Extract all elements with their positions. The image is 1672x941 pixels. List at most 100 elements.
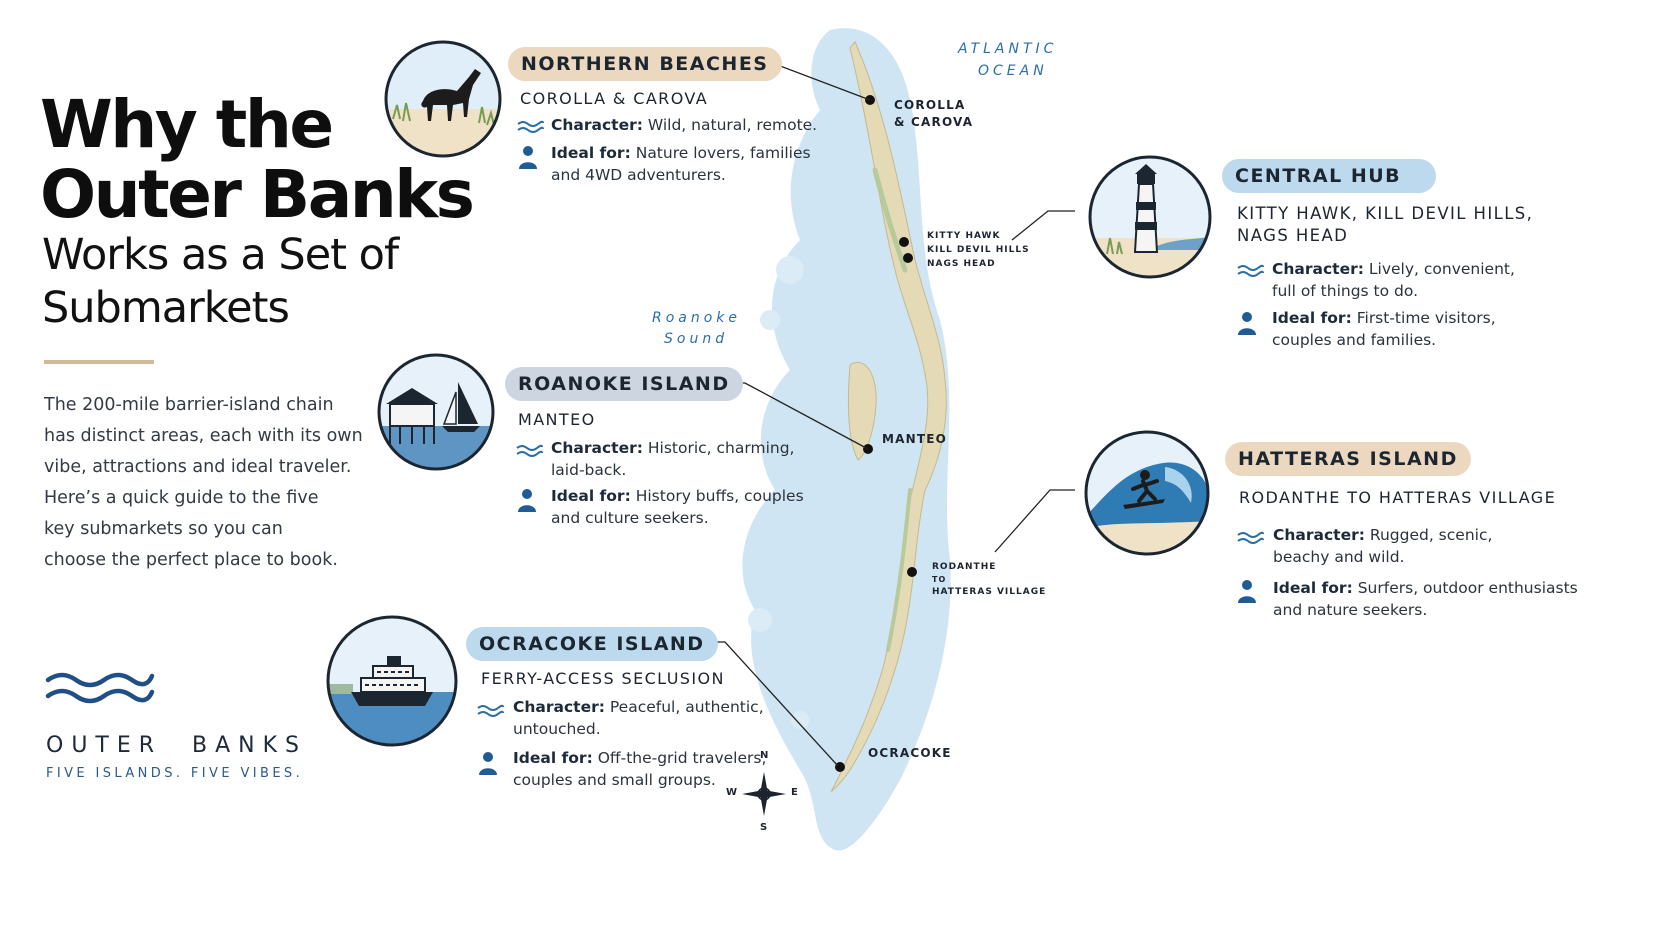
roanoke-island-title: ROANOKE ISLAND <box>505 367 743 401</box>
map-label-corolla: COROLLA <box>894 98 966 112</box>
ocracoke-island-area: FERRY-ACCESS SECLUSION <box>481 669 725 688</box>
northern-beaches-ideal-2: and 4WD adventurers. <box>551 166 726 184</box>
compass-s: S <box>760 822 769 833</box>
barrier-island <box>830 41 947 792</box>
intro-line: key submarkets so you can <box>44 519 283 539</box>
kitty-hawk-dot <box>899 237 909 247</box>
roanoke-island-character: Character: Historic, charming, <box>551 439 795 457</box>
hero-title-line-2: Outer Banks <box>40 156 475 233</box>
person-icon <box>1238 312 1256 335</box>
central-hub-character-2: full of things to do. <box>1272 282 1419 300</box>
hatteras-island-character: Character: Rugged, scenic, <box>1273 526 1493 544</box>
hero-subtitle-line-1: Works as a Set of <box>42 230 399 280</box>
map-label-nags-head: NAGS HEAD <box>927 259 996 269</box>
map-label-kitty-hawk: KITTY HAWK <box>927 231 1001 241</box>
hatteras-island-character-2: beachy and wild. <box>1273 548 1405 566</box>
central-hub-title: CENTRAL HUB <box>1222 159 1436 193</box>
ideal-text: Surfers, outdoor enthusiasts <box>1357 579 1578 597</box>
outer-banks-map <box>742 28 951 851</box>
hatteras-island-area: RODANTHE TO HATTERAS VILLAGE <box>1239 488 1557 507</box>
character-text: Peaceful, authentic, <box>609 698 764 716</box>
character-text: Wild, natural, remote. <box>647 116 818 134</box>
character-label: Character: <box>551 116 643 134</box>
person-icon <box>1238 580 1256 603</box>
map-label-kill-devil-hills: KILL DEVIL HILLS <box>927 245 1030 255</box>
waves-icon <box>477 704 504 717</box>
northern-beaches-character: Character: Wild, natural, remote. <box>551 116 818 134</box>
intro-line: Here’s a quick guide to the five <box>44 488 319 508</box>
compass-w: W <box>726 787 739 798</box>
northern-beaches-ideal: Ideal for: Nature lovers, families <box>551 144 811 162</box>
ideal-text: First-time visitors, <box>1356 309 1496 327</box>
hatteras-island-ideal: Ideal for: Surfers, outdoor enthusiasts <box>1273 579 1578 597</box>
map-label-to: TO <box>932 575 947 584</box>
ideal-label: Ideal for: <box>513 749 593 767</box>
compass-n: N <box>760 750 770 761</box>
central-hub-ideal: Ideal for: First-time visitors, <box>1272 309 1496 327</box>
waves-icon <box>516 444 543 457</box>
central-hub-area-2: NAGS HEAD <box>1237 226 1349 245</box>
ideal-text: Off-the-grid travelers, <box>597 749 767 767</box>
roanoke-sound-label-1: Roanoke <box>652 310 742 326</box>
ideal-label: Ideal for: <box>1273 579 1353 597</box>
ideal-text: History buffs, couples <box>635 487 804 505</box>
atlantic-label-2: OCEAN <box>978 63 1048 79</box>
waves-icon <box>1237 531 1264 544</box>
roanoke-island-ideal: Ideal for: History buffs, couples <box>551 487 804 505</box>
map-label-rodanthe: RODANTHE <box>932 562 997 572</box>
intro-line: The 200-mile barrier-island chain <box>44 395 334 415</box>
northern-beaches-area: COROLLA & CAROVA <box>520 89 709 108</box>
ocracoke-island-ideal-2: couples and small groups. <box>513 771 716 789</box>
atlantic-label-1: ATLANTIC <box>958 41 1058 57</box>
map-label-ocracoke: OCRACOKE <box>868 746 952 760</box>
waterfront-sailboat-illustration <box>377 353 495 471</box>
ideal-label: Ideal for: <box>1272 309 1352 327</box>
character-text: Rugged, scenic, <box>1369 526 1493 544</box>
roanoke-island-ideal-2: and culture seekers. <box>551 509 709 527</box>
surfer-wave-illustration <box>1084 430 1210 556</box>
map-label-manteo: MANTEO <box>882 432 948 446</box>
roanoke-island-area: MANTEO <box>518 410 596 429</box>
wild-horse-illustration <box>384 40 502 158</box>
map-label-hatteras-village: HATTERAS VILLAGE <box>932 587 1047 597</box>
ocracoke-island-ideal: Ideal for: Off-the-grid travelers, <box>513 749 767 767</box>
intro-line: choose the perfect place to book. <box>44 550 338 570</box>
compass-rose-icon <box>742 772 786 816</box>
intro-line: has distinct areas, each with its own <box>44 426 363 446</box>
roanoke-island-character-2: laid-back. <box>551 461 627 479</box>
person-icon <box>518 489 536 512</box>
hero-subtitle-line-2: Submarkets <box>42 283 290 333</box>
ocracoke-island-title: OCRACOKE ISLAND <box>466 627 718 661</box>
ocracoke-island-character-2: untouched. <box>513 720 601 738</box>
waves-icon <box>517 120 544 133</box>
hero-title-line-1: Why the <box>40 86 334 163</box>
title-divider <box>44 360 154 364</box>
compass-e: E <box>791 787 800 798</box>
brand-tagline: FIVE ISLANDS. FIVE VIBES. <box>46 766 304 781</box>
ideal-label: Ideal for: <box>551 487 631 505</box>
central-hub-area-1: KITTY HAWK, KILL DEVIL HILLS, <box>1237 204 1534 223</box>
waves-logo-icon <box>45 672 155 704</box>
character-text: Historic, charming, <box>647 439 795 457</box>
nags-head-dot <box>903 253 913 263</box>
character-label: Character: <box>513 698 605 716</box>
character-text: Lively, convenient, <box>1368 260 1515 278</box>
character-label: Character: <box>551 439 643 457</box>
person-icon <box>479 752 497 775</box>
waves-icon <box>1237 264 1264 277</box>
lighthouse-illustration <box>1088 155 1212 279</box>
ideal-label: Ideal for: <box>551 144 631 162</box>
map-label-carova: & CAROVA <box>894 115 974 129</box>
ferry-boat-illustration <box>326 615 458 747</box>
central-hub-character: Character: Lively, convenient, <box>1272 260 1515 278</box>
person-icon <box>519 146 537 169</box>
intro-line: vibe, attractions and ideal traveler. <box>44 457 352 477</box>
brand-name: OUTER BANKS <box>46 733 308 758</box>
character-label: Character: <box>1272 260 1364 278</box>
ocracoke-island-character: Character: Peaceful, authentic, <box>513 698 764 716</box>
northern-beaches-title: NORTHERN BEACHES <box>508 47 782 81</box>
ideal-text: Nature lovers, families <box>635 144 811 162</box>
hatteras-island-ideal-2: and nature seekers. <box>1273 601 1428 619</box>
central-hub-ideal-2: couples and families. <box>1272 331 1437 349</box>
character-label: Character: <box>1273 526 1365 544</box>
